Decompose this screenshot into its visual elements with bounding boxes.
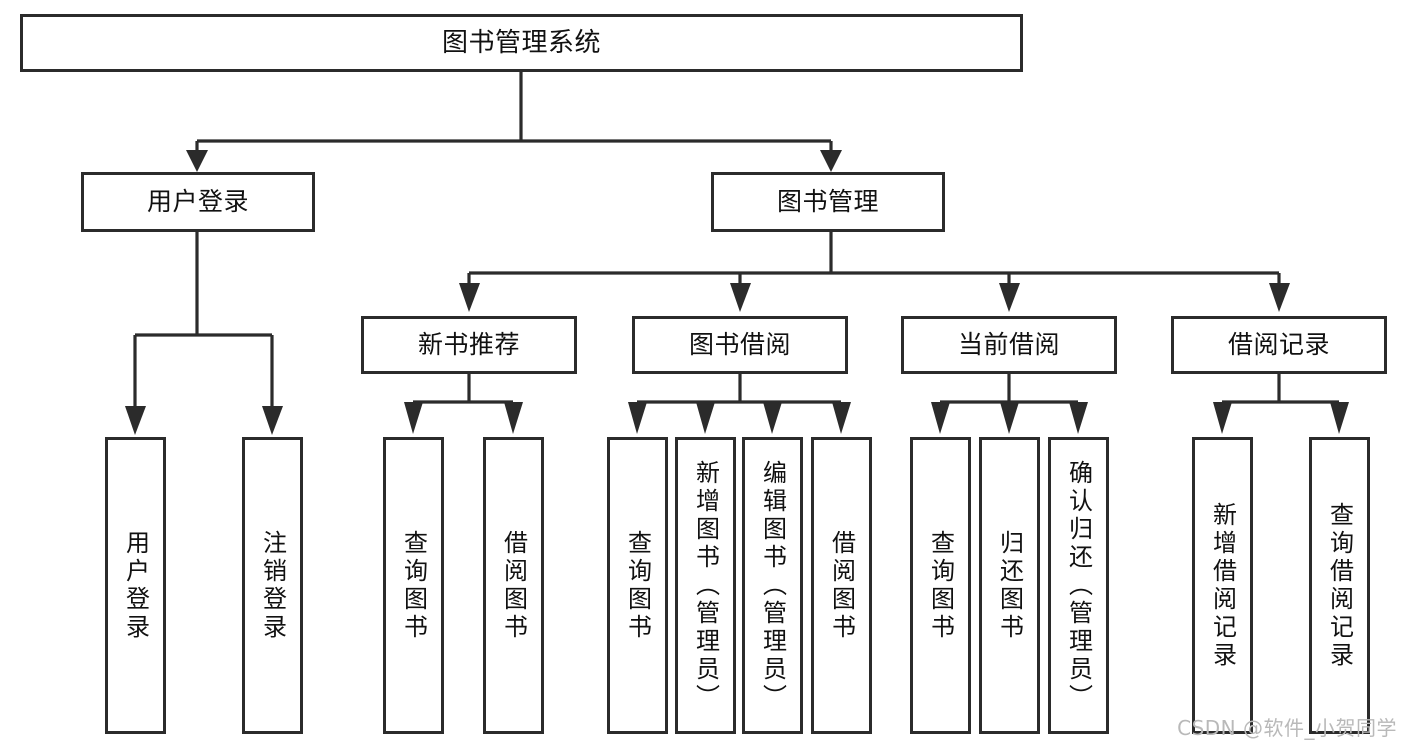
arrowhead-current-leaf-1 bbox=[931, 402, 950, 434]
arrowhead-borrow-leaf-3 bbox=[763, 402, 782, 434]
leaf-user-login-signin-label: 用户登录 bbox=[121, 529, 150, 642]
arrowhead-userlogin-leaf-2 bbox=[262, 406, 283, 435]
leaf-records-add-record-label: 新增借阅记录 bbox=[1208, 501, 1237, 670]
node-current-borrow[interactable]: 当前借阅 bbox=[901, 316, 1117, 374]
leaf-user-login-signin[interactable]: 用户登录 bbox=[105, 437, 166, 734]
leaf-user-login-signout-label: 注销登录 bbox=[258, 529, 287, 642]
arrowhead-book-mgmt bbox=[820, 150, 842, 172]
leaf-borrow-query-book-label: 查询图书 bbox=[623, 529, 652, 642]
leaf-current-return-book[interactable]: 归还图书 bbox=[979, 437, 1040, 734]
node-user-login[interactable]: 用户登录 bbox=[81, 172, 315, 232]
arrowhead-current-leaf-3 bbox=[1069, 402, 1088, 434]
leaf-borrow-query-book[interactable]: 查询图书 bbox=[607, 437, 668, 734]
leaf-newbook-query-book[interactable]: 查询图书 bbox=[383, 437, 444, 734]
leaf-borrow-add-book-label: 新增图书（管理员） bbox=[691, 459, 720, 712]
leaf-newbook-borrow-book-label: 借阅图书 bbox=[499, 529, 528, 642]
leaf-current-confirm-return[interactable]: 确认归还（管理员） bbox=[1048, 437, 1109, 734]
arrowhead-records-leaf-2 bbox=[1330, 402, 1349, 434]
node-book-management[interactable]: 图书管理 bbox=[711, 172, 945, 232]
arrowhead-current-leaf-2 bbox=[1000, 402, 1019, 434]
leaf-current-query-book-label: 查询图书 bbox=[926, 529, 955, 642]
arrowhead-records-leaf-1 bbox=[1213, 402, 1232, 434]
node-book-borrow[interactable]: 图书借阅 bbox=[632, 316, 848, 374]
leaf-borrow-edit-book[interactable]: 编辑图书（管理员） bbox=[742, 437, 803, 734]
leaf-records-add-record[interactable]: 新增借阅记录 bbox=[1192, 437, 1253, 734]
leaf-records-query-record-label: 查询借阅记录 bbox=[1325, 501, 1354, 670]
leaf-borrow-borrow-book-label: 借阅图书 bbox=[827, 529, 856, 642]
node-current-borrow-label: 当前借阅 bbox=[957, 330, 1060, 360]
leaf-borrow-borrow-book[interactable]: 借阅图书 bbox=[811, 437, 872, 734]
arrowhead-newbook bbox=[459, 283, 480, 312]
arrowhead-user-login bbox=[186, 150, 208, 172]
node-borrow-records[interactable]: 借阅记录 bbox=[1171, 316, 1387, 374]
leaf-user-login-signout[interactable]: 注销登录 bbox=[242, 437, 303, 734]
arrowhead-borrow-leaf-1 bbox=[628, 402, 647, 434]
node-root-system-label: 图书管理系统 bbox=[441, 27, 601, 58]
arrowhead-borrow bbox=[730, 283, 751, 312]
node-book-borrow-label: 图书借阅 bbox=[688, 330, 791, 360]
arrowhead-userlogin-leaf-1 bbox=[125, 406, 146, 435]
leaf-borrow-add-book[interactable]: 新增图书（管理员） bbox=[675, 437, 736, 734]
csdn-watermark: CSDN @软件_小贺同学 bbox=[1177, 716, 1397, 740]
leaf-current-confirm-return-label: 确认归还（管理员） bbox=[1064, 459, 1093, 712]
arrowhead-records bbox=[1269, 283, 1290, 312]
arrowhead-current bbox=[999, 283, 1020, 312]
node-new-book-recommend-label: 新书推荐 bbox=[417, 330, 520, 360]
node-new-book-recommend[interactable]: 新书推荐 bbox=[361, 316, 577, 374]
arrowhead-borrow-leaf-4 bbox=[832, 402, 851, 434]
leaf-records-query-record[interactable]: 查询借阅记录 bbox=[1309, 437, 1370, 734]
arrowhead-newbook-leaf-2 bbox=[504, 402, 523, 434]
leaf-current-query-book[interactable]: 查询图书 bbox=[910, 437, 971, 734]
leaf-newbook-query-book-label: 查询图书 bbox=[399, 529, 428, 642]
leaf-current-return-book-label: 归还图书 bbox=[995, 529, 1024, 642]
node-borrow-records-label: 借阅记录 bbox=[1227, 330, 1330, 360]
node-user-login-label: 用户登录 bbox=[146, 187, 249, 217]
node-book-management-label: 图书管理 bbox=[776, 187, 879, 217]
arrowhead-newbook-leaf-1 bbox=[404, 402, 423, 434]
leaf-newbook-borrow-book[interactable]: 借阅图书 bbox=[483, 437, 544, 734]
arrowhead-borrow-leaf-2 bbox=[696, 402, 715, 434]
leaf-borrow-edit-book-label: 编辑图书（管理员） bbox=[758, 459, 787, 712]
node-root-system[interactable]: 图书管理系统 bbox=[20, 14, 1023, 72]
